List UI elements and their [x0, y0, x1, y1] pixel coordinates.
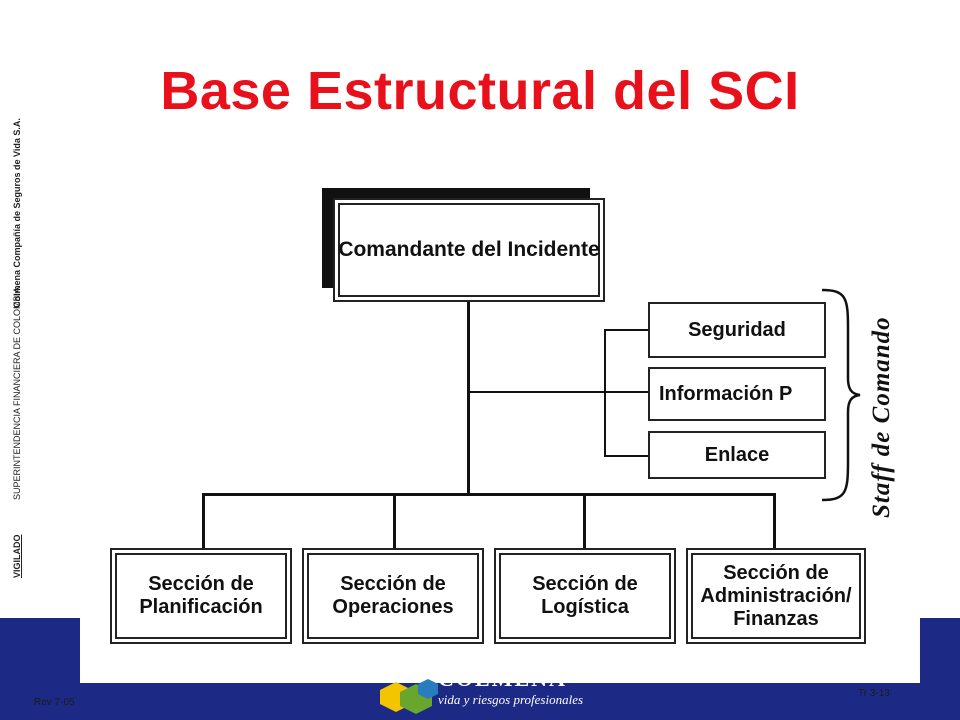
- section-label-line2: Planificación: [139, 596, 263, 618]
- commander-box: Comandante del Incidente: [333, 198, 605, 302]
- colmena-logo-mark: [380, 679, 438, 714]
- commander-label: Comandante del Incidente: [338, 238, 600, 261]
- section-label-line2: Administración/: [700, 584, 852, 607]
- brand-slogan: vida y riesgos profesionales: [438, 692, 584, 707]
- staff-label: Seguridad: [688, 318, 786, 341]
- section-box-operaciones: Sección de Operaciones: [302, 548, 484, 644]
- staff-box-enlace: Enlace: [648, 431, 826, 479]
- superintendencia-side-label: SUPERINTENDENCIA FINANCIERA DE COLOMBIA: [12, 286, 22, 500]
- staff-group-label: Staff de Comando: [868, 316, 895, 518]
- slide-reference: Tr 3-13: [858, 688, 890, 699]
- section-box-planificacion: Sección de Planificación: [110, 548, 292, 644]
- section-label-line1: Sección de: [340, 573, 446, 595]
- section-drop-line: [202, 493, 205, 551]
- commander-trunk-line: [467, 298, 470, 494]
- staff-label: Enlace: [704, 443, 770, 466]
- vigilado-side-label: VIGILADO: [12, 534, 22, 578]
- revision-label: Rev 7-05: [34, 697, 75, 708]
- commander-box-inner-border: [338, 203, 600, 297]
- section-box-administracion: Sección de Administración/ Finanzas: [686, 548, 866, 644]
- section-box-inner-border: [499, 553, 671, 639]
- seguridad-connector-line: [604, 329, 649, 331]
- enlace-connector-line: [604, 455, 649, 457]
- section-drop-line: [393, 493, 396, 551]
- staff-vertical-line: [604, 329, 606, 456]
- brand-name: COLMENA: [438, 666, 567, 691]
- section-drop-line: [583, 493, 586, 551]
- section-label-line2: Operaciones: [332, 596, 454, 618]
- section-label-line1: Sección de: [723, 561, 829, 584]
- section-label-line3: Finanzas: [733, 607, 819, 630]
- section-box-inner-border: [691, 553, 861, 639]
- section-label-line2: Logística: [541, 596, 629, 618]
- staff-box-informacion: Información P: [648, 367, 826, 421]
- section-drop-line: [773, 493, 776, 551]
- section-box-inner-border: [115, 553, 287, 639]
- info-connector-line: [467, 391, 649, 393]
- sections-horizontal-line: [202, 493, 776, 496]
- section-box-logistica: Sección de Logística: [494, 548, 676, 644]
- slide-title: Base Estructural del SCI: [160, 61, 800, 121]
- staff-label: Información P: [659, 382, 793, 405]
- staff-brace: [821, 288, 861, 502]
- company-side-label: Colmena Compañía de Seguros de Vida S.A.: [12, 118, 22, 308]
- section-label-line1: Sección de: [148, 573, 254, 595]
- section-label-line1: Sección de: [532, 573, 638, 595]
- section-box-inner-border: [307, 553, 479, 639]
- staff-box-seguridad: Seguridad: [648, 302, 826, 358]
